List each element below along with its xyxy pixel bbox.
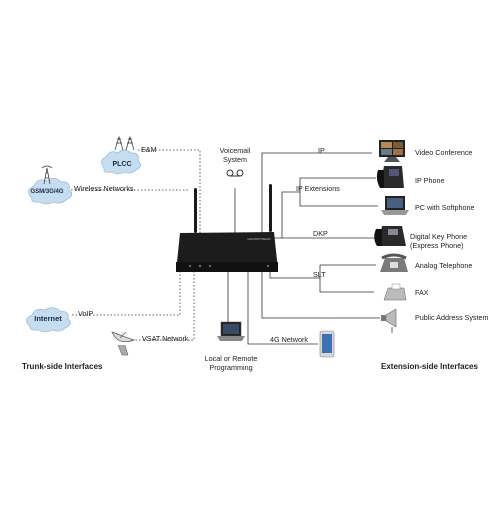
internet-label: Internet: [34, 314, 62, 323]
internet-cloud: Internet: [26, 307, 71, 333]
local-laptop-icon: [217, 321, 245, 341]
wireless-networks-label: Wireless Networks: [74, 184, 134, 193]
ip-extensions-label: IP Extensions: [296, 184, 340, 193]
device-label: FAX: [415, 288, 429, 297]
vsat-network-label: VSAT Network: [142, 334, 189, 343]
extension-side-title: Extension-side Interfaces: [381, 362, 478, 371]
slt-link-line: [269, 272, 320, 279]
slt-fax-line: [319, 265, 374, 293]
em-label: E&M: [141, 145, 157, 154]
speaker-icon: [381, 308, 397, 333]
ip-link-line: [261, 152, 372, 235]
cell-tower-icon: [41, 165, 53, 185]
router-led: [266, 264, 270, 268]
4g-link-line: [247, 272, 318, 345]
pa-link-line: [261, 272, 380, 319]
4g-network-label: 4G Network: [270, 335, 308, 344]
dkp-label: DKP: [313, 229, 328, 238]
device-label: PC with Softphone: [415, 203, 475, 212]
analog-phone-icon: [380, 253, 408, 272]
device-label: IP Phone: [415, 176, 445, 185]
smartphone-icon: [319, 330, 335, 358]
voicemail-icon: [226, 169, 244, 177]
tower-icon: [114, 135, 135, 151]
device-label: Analog Telephone: [415, 261, 473, 270]
device-label: Video Conference: [415, 148, 473, 157]
router-front: [176, 262, 278, 272]
fax-icon: [383, 283, 407, 301]
digital-phone-icon: [374, 226, 406, 246]
voicemail-system-label: Voicemail System: [219, 146, 251, 164]
voip-link-line: [72, 272, 181, 316]
ip-phone-icon: [376, 166, 404, 188]
router-antenna-right: [269, 184, 272, 232]
em-link-line: [138, 149, 201, 235]
router-antenna-left: [194, 188, 197, 233]
satellite-dish-icon: [111, 331, 136, 356]
gsm-label: GSM/3G/4G: [30, 189, 63, 195]
voip-label: VoIP: [78, 309, 94, 318]
trunk-side-title: Trunk-side Interfaces: [22, 362, 103, 371]
router-brand: GRANDSTREAM: [247, 237, 271, 241]
local-remote-programming-label: Local or Remote Programming: [204, 354, 258, 372]
ip-link-label: IP: [318, 146, 325, 155]
device-label: Public Address System: [415, 313, 489, 322]
router-led: [208, 264, 212, 268]
router: GRANDSTREAM: [176, 184, 278, 272]
gsm-cloud: GSM/3G/4G: [28, 165, 73, 205]
connection-lines: [64, 149, 380, 345]
slt-label: SLT: [313, 270, 326, 279]
router-led: [188, 264, 192, 268]
vsat-link-line: [132, 272, 195, 341]
router-led: [198, 264, 202, 268]
plcc-label: PLCC: [112, 161, 131, 168]
plcc-cloud: PLCC: [101, 135, 141, 175]
device-label: Digital Key Phone (Express Phone): [410, 232, 468, 250]
ip-ext-pc-line: [299, 192, 378, 207]
laptop-icon: [381, 196, 409, 215]
video-conference-icon: [379, 140, 405, 162]
